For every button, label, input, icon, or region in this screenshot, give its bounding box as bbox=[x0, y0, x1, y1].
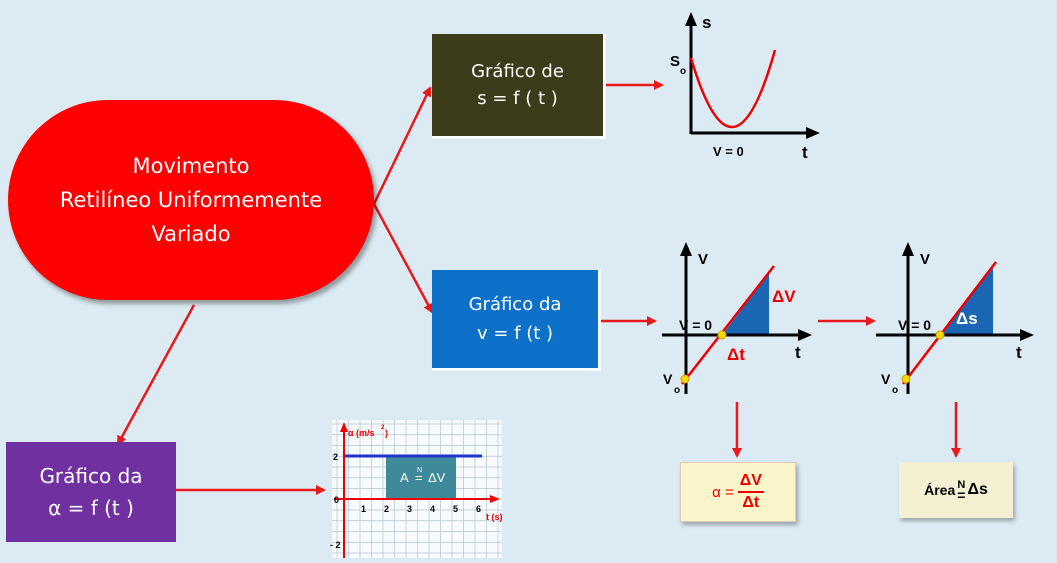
velocity-delta-t-label: Δt bbox=[727, 345, 745, 364]
arrow-main-to-s bbox=[372, 86, 432, 205]
main-title-line-3: Variado bbox=[151, 222, 231, 246]
position-box-line-1: Gráfico de bbox=[471, 61, 564, 82]
position-axis-x-label: t bbox=[802, 143, 808, 162]
position-y-arrow-icon bbox=[685, 12, 697, 26]
area-v0-label: V bbox=[881, 371, 891, 387]
acceleration-area-n-label: N bbox=[417, 467, 422, 474]
velocity-x-arrow-icon bbox=[798, 329, 812, 341]
acceleration-x-label: t (s) bbox=[486, 512, 503, 522]
acceleration-y-tick-2: 2 bbox=[333, 452, 338, 462]
acceleration-area-rect bbox=[386, 456, 456, 499]
velocity-graph-box: Gráfico da v = f (t ) bbox=[432, 270, 601, 371]
main-topic-oval: Movimento Retilíneo Uniformemente Variad… bbox=[8, 100, 374, 300]
acceleration-y-label: α (m/s bbox=[348, 428, 375, 438]
acceleration-x-tick-6: 6 bbox=[476, 504, 481, 514]
acceleration-y-arrow-icon bbox=[340, 422, 348, 432]
arrow-main-to-a bbox=[116, 304, 196, 446]
acceleration-box-line-1: Gráfico da bbox=[39, 464, 143, 488]
arrow-main-to-v bbox=[372, 203, 434, 314]
formula-acceleration: α = ΔV Δt bbox=[680, 462, 796, 522]
position-s0-label: S bbox=[670, 53, 680, 70]
formula-area-eq: = bbox=[957, 487, 966, 503]
position-box-line-2: s = f ( t ) bbox=[477, 88, 558, 109]
velocity-v-zero-label: V = 0 bbox=[679, 317, 712, 333]
position-s0-subscript: o bbox=[680, 66, 686, 77]
velocity-zero-point bbox=[717, 330, 727, 340]
velocity-y-arrow-icon bbox=[680, 242, 692, 256]
formula-area-n-eq: N = bbox=[957, 479, 966, 503]
acceleration-x-tick-4: 4 bbox=[430, 504, 435, 514]
position-axis-y-label: s bbox=[702, 13, 711, 32]
area-y-arrow-icon bbox=[902, 242, 914, 256]
main-title-line-2: Retilíneo Uniformemente bbox=[59, 188, 323, 212]
acceleration-y-tick-0: 0 bbox=[334, 495, 339, 505]
acceleration-x-tick-1: 1 bbox=[361, 504, 366, 514]
velocity-v0-subscript: o bbox=[674, 385, 680, 396]
acceleration-area-eq-label: = bbox=[415, 470, 423, 485]
acceleration-y-label-exponent: 2 bbox=[381, 425, 385, 431]
area-delta-s-label: Δs bbox=[956, 309, 978, 328]
area-zero-point bbox=[935, 330, 945, 340]
acceleration-y-label-close: ) bbox=[385, 428, 388, 438]
acceleration-graph-box: Gráfico da α = f (t ) bbox=[6, 442, 176, 542]
formula-area-lhs: Área bbox=[924, 482, 956, 498]
velocity-axis-x-label: t bbox=[795, 343, 801, 362]
velocity-v0-point bbox=[680, 374, 690, 384]
acceleration-x-tick-3: 3 bbox=[407, 504, 412, 514]
area-v-zero-label: V = 0 bbox=[898, 317, 931, 333]
formula-alpha-lhs: α = bbox=[712, 483, 734, 501]
velocity-axis-y-label: V bbox=[698, 251, 708, 268]
area-v0-subscript: o bbox=[892, 385, 898, 396]
acceleration-x-arrow-icon bbox=[490, 495, 500, 503]
position-graph-box: Gráfico de s = f ( t ) bbox=[432, 34, 606, 139]
velocity-delta-v-label: ΔV bbox=[772, 287, 796, 306]
acceleration-x-tick-5: 5 bbox=[453, 504, 458, 514]
area-velocity-line bbox=[902, 261, 997, 385]
position-x-arrow-icon bbox=[806, 127, 820, 139]
formula-alpha-numerator: ΔV bbox=[737, 471, 764, 493]
acceleration-box-line-2: α = f (t ) bbox=[48, 496, 134, 520]
acceleration-y-tick-neg2: - 2 bbox=[330, 540, 341, 550]
velocity-box-line-1: Gráfico da bbox=[468, 294, 562, 315]
main-title-line-1: Movimento bbox=[132, 154, 250, 178]
formula-area-rhs: Δs bbox=[967, 481, 988, 498]
formula-alpha-fraction: ΔV Δt bbox=[737, 471, 764, 513]
formula-area: Área N = Δs bbox=[899, 462, 1013, 518]
velocity-v0-label: V bbox=[663, 371, 673, 387]
area-x-arrow-icon bbox=[1020, 329, 1034, 341]
area-axis-x-label: t bbox=[1016, 343, 1022, 362]
area-axis-y-label: V bbox=[920, 251, 930, 268]
acceleration-area-delta-v-label: ΔV bbox=[428, 470, 446, 485]
acceleration-x-tick-2: 2 bbox=[384, 504, 389, 514]
position-parabola bbox=[689, 49, 777, 129]
acceleration-area-a-label: A bbox=[400, 470, 409, 485]
velocity-line bbox=[681, 265, 775, 385]
velocity-box-line-2: v = f (t ) bbox=[476, 323, 554, 344]
position-v-zero-label: V = 0 bbox=[713, 144, 744, 159]
area-v0-point bbox=[901, 374, 911, 384]
formula-area-n: N bbox=[957, 479, 966, 491]
formula-alpha-denominator: Δt bbox=[742, 494, 760, 511]
